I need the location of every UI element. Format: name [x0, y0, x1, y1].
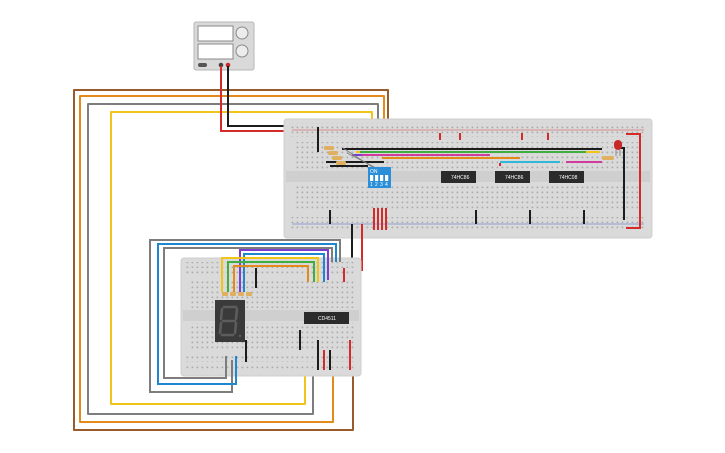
decoder-chip-label: CD4511	[318, 316, 336, 322]
dip-switch-number-3: 3	[380, 182, 383, 188]
main-board-wires[interactable]	[299, 127, 641, 230]
seven-segment-display[interactable]: 8	[215, 300, 245, 342]
chip-3[interactable]: 74HC08	[549, 171, 584, 183]
secondary-loop-wires[interactable]	[149, 239, 351, 393]
chip-2[interactable]: 74HC86	[495, 171, 530, 183]
decoder-chip[interactable]: CD4511	[304, 312, 349, 324]
chip-1[interactable]: 74HC86	[441, 171, 476, 183]
power-terminal-negative[interactable]	[218, 62, 224, 68]
dip-switch-toggle-4[interactable]	[385, 175, 389, 181]
dip-switch-toggle-3[interactable]	[380, 175, 384, 181]
dip-switch-toggle-1[interactable]	[370, 175, 374, 181]
dip-switch[interactable]: ON 1 2 3 4	[368, 167, 391, 188]
power-terminal-positive[interactable]	[225, 62, 231, 68]
chip-3-label: 74HC08	[559, 175, 578, 181]
led[interactable]	[614, 140, 622, 156]
power-supply[interactable]	[193, 21, 255, 71]
dip-switch-number-4: 4	[385, 182, 388, 188]
secondary-board-resistors[interactable]	[222, 292, 252, 296]
dip-switch-toggle-2[interactable]	[375, 175, 379, 181]
dip-switch-number-1: 1	[370, 182, 373, 188]
dip-switch-number-2: 2	[375, 182, 378, 188]
chip-2-label: 74HC86	[505, 175, 524, 181]
seven-segment-dp	[238, 334, 242, 338]
chip-1-label: 74HC86	[451, 175, 470, 181]
power-leads[interactable]	[220, 66, 299, 132]
dip-switch-on-label: ON	[370, 169, 378, 175]
